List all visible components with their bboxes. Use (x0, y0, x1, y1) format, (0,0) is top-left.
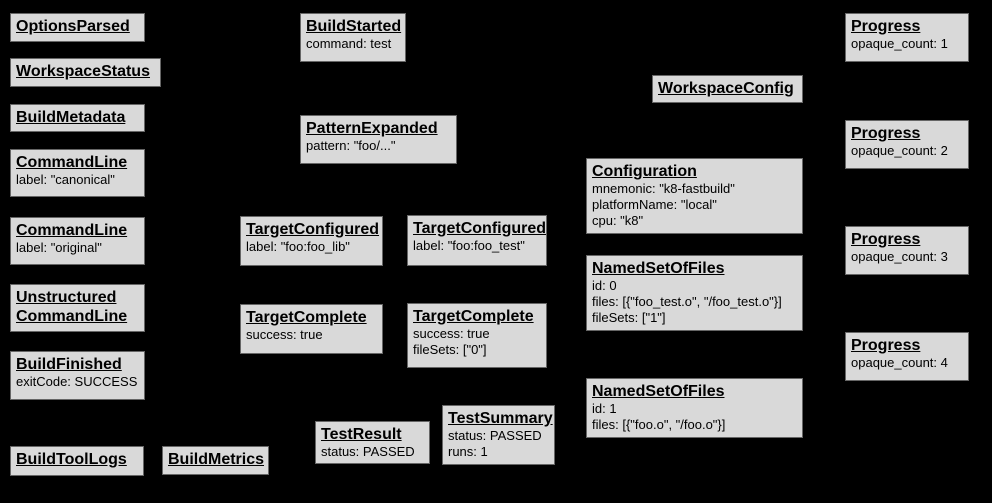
event-node-attribute: status: PASSED (448, 428, 542, 443)
event-node-title: Progress (851, 337, 921, 354)
event-node-title: CommandLine (16, 222, 128, 239)
event-node-title: TargetConfigured (246, 221, 380, 238)
event-node-title: BuildToolLogs (16, 451, 127, 468)
event-node-title: PatternExpanded (306, 120, 438, 137)
event-node-title: NamedSetOfFiles (592, 383, 725, 400)
event-node-attribute: fileSets: ["1"] (592, 310, 666, 325)
event-node-title: CommandLine (16, 154, 128, 171)
event-node-attribute: exitCode: SUCCESS (16, 374, 138, 389)
event-node-title: WorkspaceStatus (16, 63, 150, 80)
event-node-title: OptionsParsed (16, 18, 130, 35)
event-node-title: Progress (851, 18, 921, 35)
event-node-title: TestSummary (448, 410, 553, 427)
event-node-attribute: cpu: "k8" (592, 213, 644, 228)
event-node-attribute: runs: 1 (448, 444, 488, 459)
event-node-unstructured-command-line: Unstructured CommandLine (10, 284, 145, 332)
event-node-title: BuildStarted (306, 18, 402, 35)
event-node-attribute: id: 1 (592, 401, 617, 416)
event-node-title: TestResult (321, 426, 402, 443)
event-node-attribute: fileSets: ["0"] (413, 342, 487, 357)
event-node-attribute: success: true (413, 326, 490, 341)
event-node-attribute: opaque_count: 1 (851, 36, 948, 51)
event-node-attribute: opaque_count: 3 (851, 249, 948, 264)
event-node-attribute: label: "foo:foo_lib" (246, 239, 350, 254)
event-node-attribute: id: 0 (592, 278, 617, 293)
event-node-workspace-config: WorkspaceConfig (652, 75, 803, 103)
event-node-title: TargetComplete (413, 308, 534, 325)
event-node-attribute: success: true (246, 327, 323, 342)
event-node-attribute: label: "foo:foo_test" (413, 238, 525, 253)
event-node-attribute: files: [{"foo.o", "/foo.o"}] (592, 417, 726, 432)
event-node-options-parsed: OptionsParsed (10, 13, 145, 42)
event-node-attribute: opaque_count: 4 (851, 355, 948, 370)
event-node-title: TargetComplete (246, 309, 367, 326)
event-node-title: BuildMetadata (16, 109, 126, 126)
event-node-title: Progress (851, 231, 921, 248)
event-node-title: TargetConfigured (413, 220, 547, 237)
event-node-attribute: pattern: "foo/..." (306, 138, 396, 153)
event-node-attribute: label: "original" (16, 240, 102, 255)
event-node-title: Unstructured CommandLine (16, 289, 128, 325)
event-node-attribute: status: PASSED (321, 444, 415, 459)
event-node-title: WorkspaceConfig (658, 80, 794, 97)
event-node-attribute: files: [{"foo_test.o", "/foo_test.o"}] (592, 294, 782, 309)
event-node-attribute: opaque_count: 2 (851, 143, 948, 158)
event-node-title: Progress (851, 125, 921, 142)
event-node-title: BuildMetrics (168, 451, 265, 468)
event-node-attribute: command: test (306, 36, 392, 51)
event-node-title: Configuration (592, 163, 697, 180)
event-node-build-tool-logs: BuildToolLogs (10, 446, 144, 476)
event-node-workspace-status: WorkspaceStatus (10, 58, 161, 87)
event-node-build-metadata: BuildMetadata (10, 104, 145, 132)
event-node-title: NamedSetOfFiles (592, 260, 725, 277)
event-node-attribute: mnemonic: "k8-fastbuild" (592, 181, 735, 196)
event-node-build-metrics: BuildMetrics (162, 446, 269, 475)
event-node-attribute: label: "canonical" (16, 172, 115, 187)
event-node-title: BuildFinished (16, 356, 122, 373)
event-node-attribute: platformName: "local" (592, 197, 717, 212)
